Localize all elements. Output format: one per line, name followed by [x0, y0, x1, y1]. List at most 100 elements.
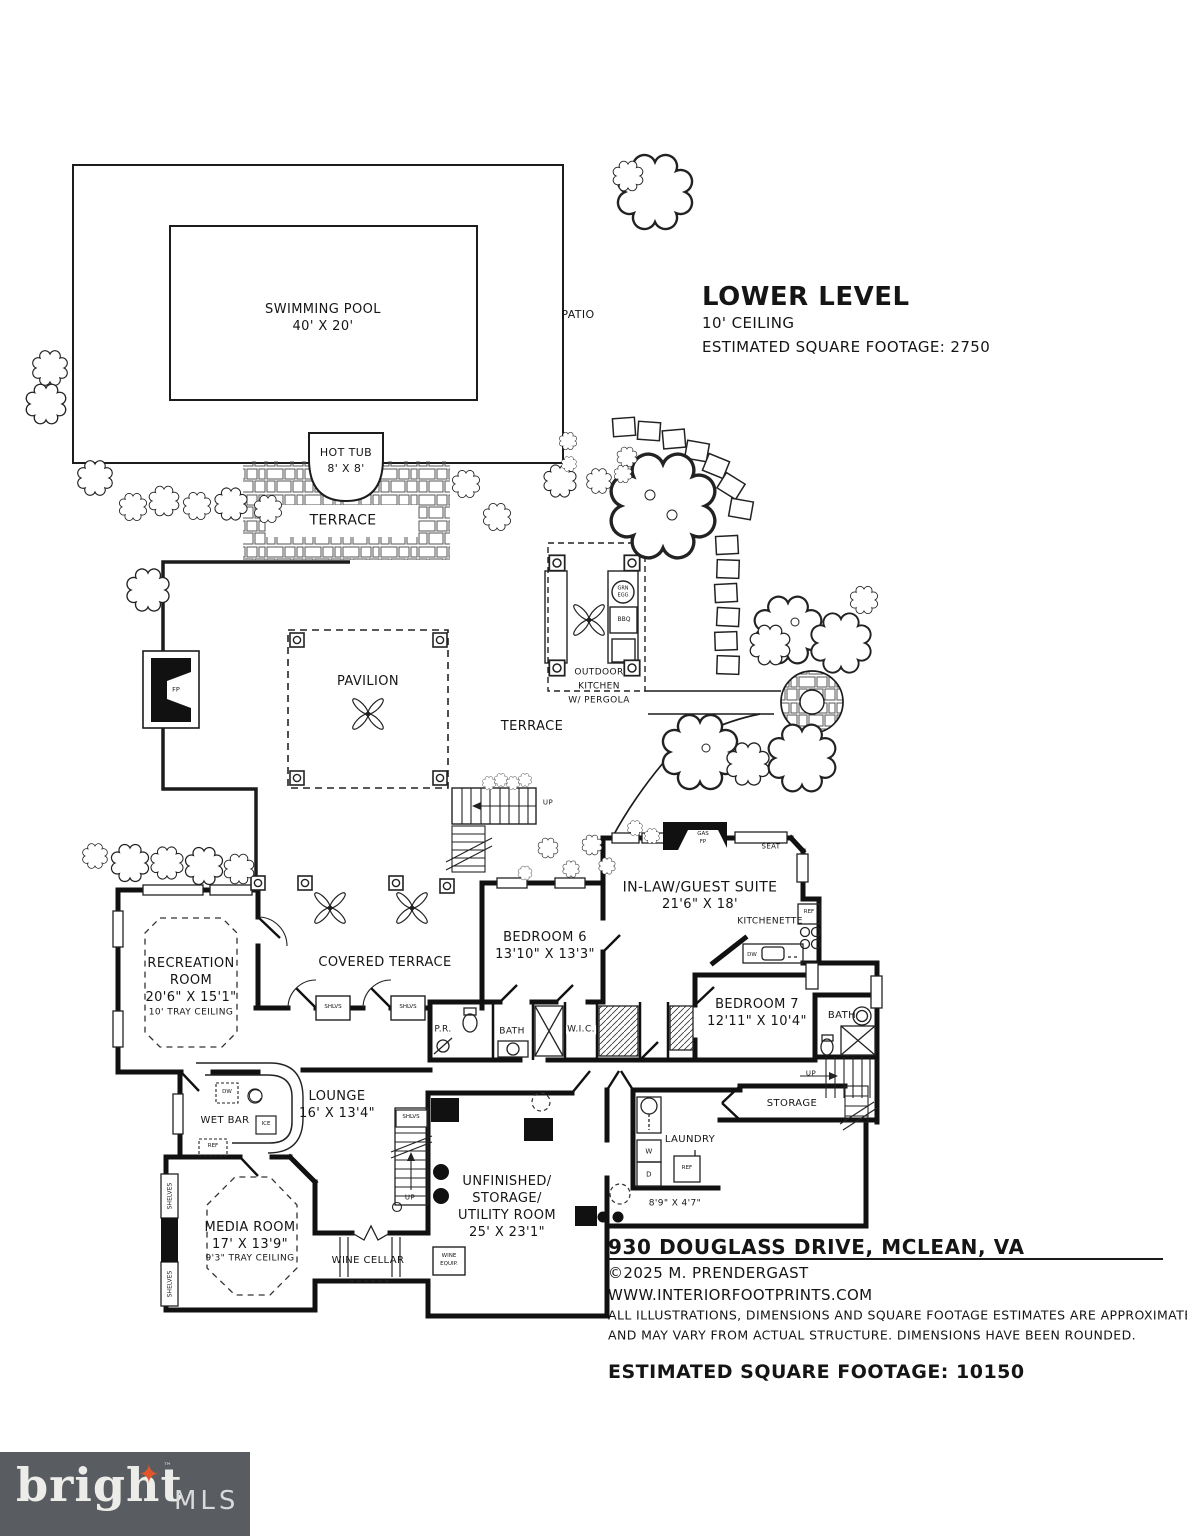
dryer-label: D — [646, 1170, 652, 1179]
unfinished-label-1: UNFINISHED/ — [462, 1174, 552, 1190]
pavilion-label: PAVILION — [336, 674, 400, 690]
patio-label: PATIO — [561, 308, 595, 322]
ref-label-laundry: REF — [681, 1165, 693, 1172]
shelves-label-1: SHELVES — [166, 1182, 174, 1210]
wine-equip-label-1: WINE — [441, 1253, 457, 1260]
ref-label-bar: REF — [207, 1143, 219, 1150]
unfinished-label-2: STORAGE/ — [472, 1191, 542, 1207]
logo-brand-text: bright — [16, 1458, 183, 1512]
inlaw-dims: 21'6" X 18' — [661, 897, 739, 913]
wine-cellar-label: WINE CELLAR — [331, 1254, 405, 1266]
kitchenette-fixtures — [742, 903, 822, 964]
outdoor-kitchen-label-3: W/ PERGOLA — [568, 695, 630, 706]
bedroom6-label: BEDROOM 6 — [503, 930, 587, 946]
media-room-features — [160, 1173, 298, 1307]
unfinished-label-3: UTILITY ROOM — [458, 1208, 556, 1224]
inlaw-label: IN-LAW/GUEST SUITE — [622, 879, 778, 896]
lounge-label: LOUNGE — [308, 1089, 366, 1105]
wic-label: W.I.C. — [566, 1024, 596, 1035]
terrace-stairs — [445, 787, 537, 873]
hot-tub-label: HOT TUB — [319, 446, 373, 460]
gas-fp-label-1: GAS — [697, 831, 709, 838]
shlvs-label-1: SHLVS — [324, 1004, 342, 1011]
hot-tub-outline — [308, 432, 384, 503]
hot-tub-dims: 8' X 8' — [327, 462, 365, 476]
disclaimer-line-2: AND MAY VARY FROM ACTUAL STRUCTURE. DIME… — [608, 1327, 1137, 1343]
disclaimer-line-1: ALL ILLUSTRATIONS, DIMENSIONS AND SQUARE… — [608, 1307, 1187, 1323]
address-underline — [608, 1258, 1163, 1260]
lounge-stairs — [390, 1107, 433, 1213]
swimming-pool-dims: 40' X 20' — [292, 319, 354, 335]
media-ceiling: 9'3" TRAY CEILING — [205, 1253, 295, 1264]
terrace-main-label: TERRACE — [500, 719, 564, 735]
landscaping — [25, 153, 879, 886]
ceiling-note: 10' CEILING — [702, 314, 795, 332]
bedroom6-dims: 13'10" X 13'3" — [495, 947, 595, 963]
grn-egg-label-2: EGG — [617, 592, 629, 599]
page-title: LOWER LEVEL — [702, 282, 910, 312]
storage-label: STORAGE — [766, 1097, 818, 1109]
bath1-label: BATH — [499, 1026, 525, 1037]
copyright: ©2025 M. PRENDERGAST — [608, 1264, 809, 1282]
shlvs-label-2: SHLVS — [399, 1004, 417, 1011]
bedroom7-label: BEDROOM 7 — [715, 997, 799, 1013]
recreation-ceiling: 10' TRAY CEILING — [148, 1007, 234, 1018]
level-sqft: ESTIMATED SQUARE FOOTAGE: 2750 — [702, 338, 991, 356]
recreation-dims: 20'6" X 15'1" — [145, 990, 237, 1006]
logo-mls-text: MLS — [174, 1486, 240, 1516]
rec-room-tray-ceiling — [144, 917, 238, 1048]
outdoor-kitchen-label-1: OUTDOOR — [574, 667, 624, 678]
bright-mls-logo: bright ✦ ™ MLS — [0, 1452, 250, 1536]
seat-label: SEAT — [761, 842, 781, 851]
washer-label: W — [645, 1147, 653, 1156]
swimming-pool-label: SWIMMING POOL — [265, 302, 381, 318]
unfinished-dims: 25' X 23'1" — [468, 1225, 546, 1241]
shlvs-label-3: SHLVS — [402, 1114, 420, 1121]
ice-label: ICE — [261, 1121, 271, 1128]
total-sqft: ESTIMATED SQUARE FOOTAGE: 10150 — [608, 1361, 1025, 1383]
terrace-label-chip — [266, 505, 418, 537]
website: WWW.INTERIORFOOTPRINTS.COM — [608, 1286, 873, 1304]
pr-label: P.R. — [434, 1024, 452, 1035]
terrace-pool-label: TERRACE — [309, 512, 377, 529]
media-label: MEDIA ROOM — [204, 1220, 296, 1236]
lounge-dims: 16' X 13'4" — [298, 1106, 376, 1122]
gas-fireplace — [663, 822, 728, 850]
swimming-pool-outline — [169, 225, 478, 401]
bath2-fixtures — [820, 1006, 876, 1056]
unfinished-columns — [431, 1092, 631, 1276]
fp-label: FP — [172, 685, 180, 694]
door-leaves — [180, 916, 741, 1177]
shlvs-closet-2 — [390, 995, 426, 1021]
bbq-grill — [609, 606, 638, 634]
stepping-stones — [611, 416, 755, 676]
wine-equip-box — [432, 1246, 466, 1276]
dw-label-bar: DW — [222, 1089, 232, 1096]
shlvs-closet-1 — [315, 995, 351, 1021]
bbq-label: BBQ — [617, 615, 631, 623]
recreation-label-2: ROOM — [169, 973, 213, 989]
logo-star-icon: ✦ — [138, 1460, 160, 1490]
laundry-label: LAUNDRY — [664, 1133, 716, 1145]
wine-equip-label-2: EQUIP. — [440, 1261, 458, 1268]
small-space-dims: 8'9" X 4'7" — [648, 1198, 702, 1209]
pavilion-structure — [287, 629, 449, 789]
wine-racks — [339, 1224, 401, 1282]
media-dims: 17' X 13'9" — [211, 1237, 289, 1253]
dw-label-kitchenette: DW — [747, 952, 757, 959]
se-stairs — [800, 1057, 878, 1131]
wet-bar-counter — [196, 1062, 304, 1157]
outdoor-kitchen-label-2: KITCHEN — [578, 681, 620, 692]
green-egg-grill — [611, 580, 635, 604]
bedroom7-dims: 12'11" X 10'4" — [707, 1014, 807, 1030]
gas-fp-label-2: FP — [699, 839, 707, 846]
upper-structure — [142, 560, 350, 877]
laundry-fixtures — [636, 1096, 701, 1187]
up-label-terrace: UP — [542, 798, 554, 807]
covered-terrace-label: COVERED TERRACE — [318, 955, 452, 971]
shelves-label-2: SHELVES — [166, 1270, 174, 1298]
recreation-label-1: RECREATION — [147, 956, 235, 972]
bath2-label: BATH — [827, 1009, 857, 1021]
